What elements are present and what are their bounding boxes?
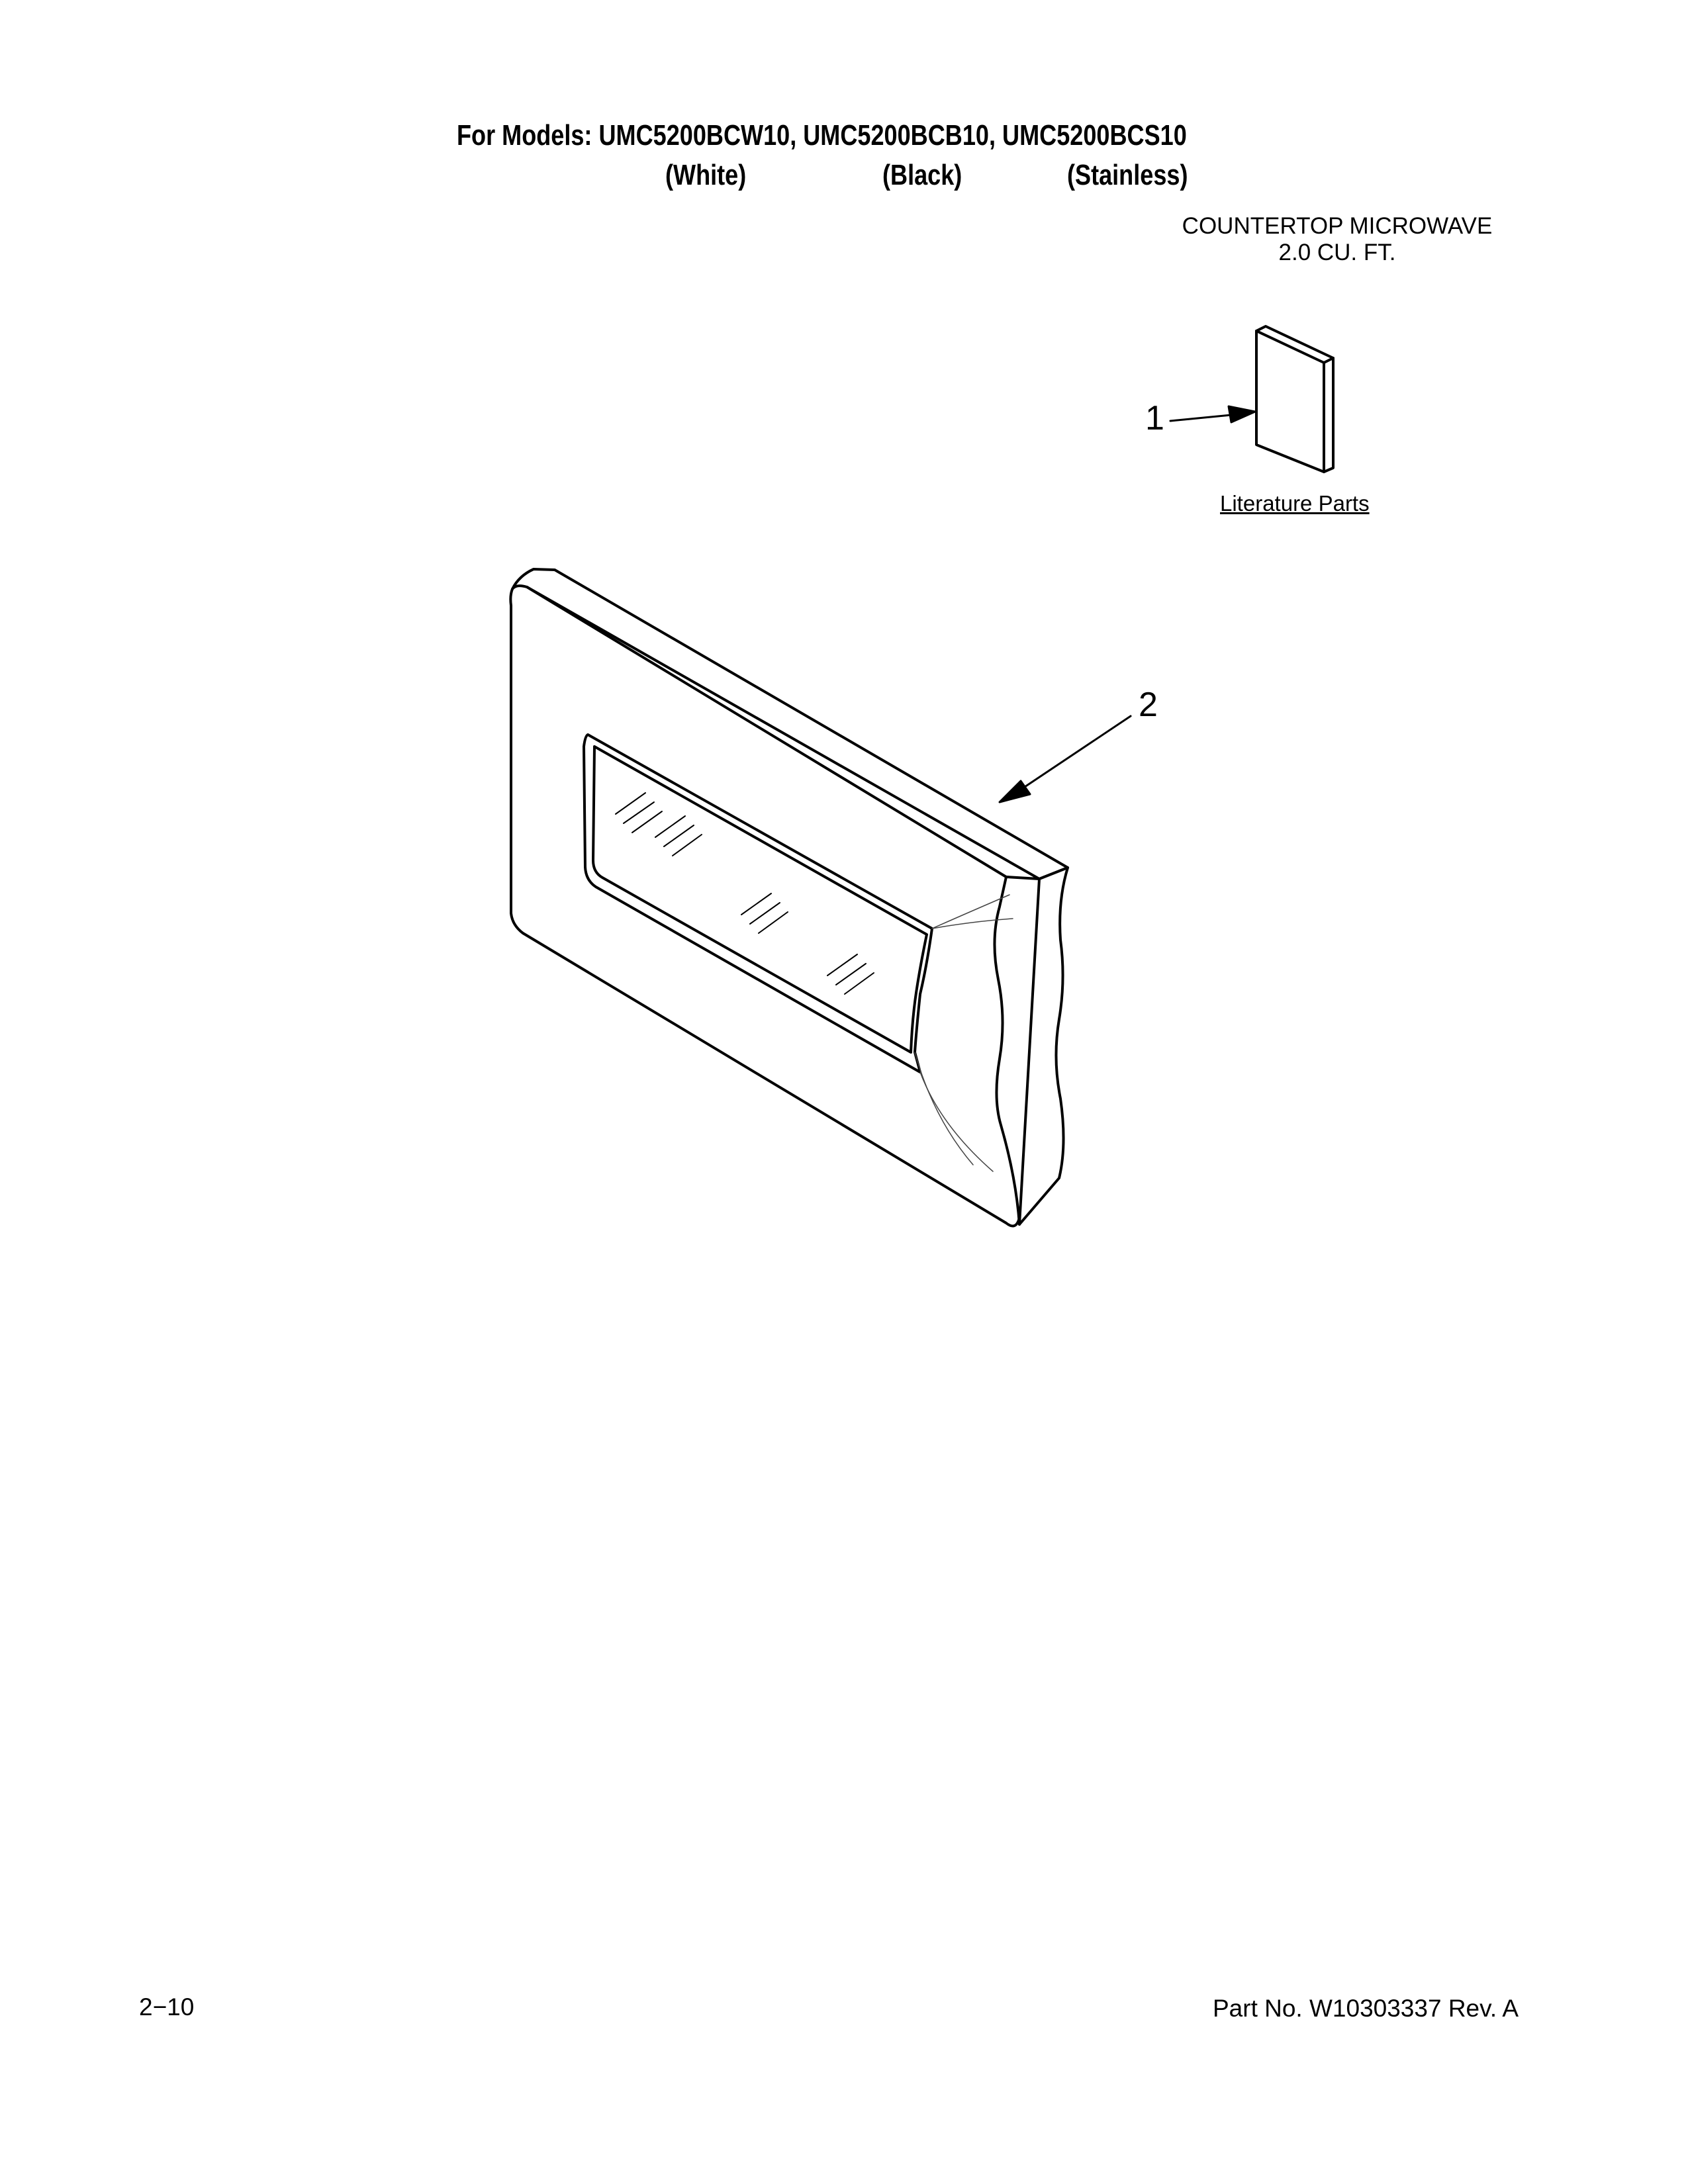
product-capacity: 2.0 CU. FT.: [1278, 240, 1396, 265]
page-number: 2−10: [139, 1993, 195, 2021]
part-number: Part No. W10303337 Rev. A: [1213, 1995, 1519, 2022]
models-title: For Models: UMC5200BCW10, UMC5200BCB10, …: [457, 119, 1187, 152]
control-panel-drawing: [509, 568, 1069, 1228]
product-name: COUNTERTOP MICROWAVE: [1182, 213, 1493, 239]
callout-2-leader: [998, 715, 1132, 803]
color-stainless: (Stainless): [1067, 159, 1188, 191]
color-white: (White): [665, 159, 747, 191]
callout-number-2: 2: [1139, 686, 1158, 724]
literature-booklet-icon: [1255, 325, 1335, 473]
color-black: (Black): [882, 159, 962, 191]
glass-reflection-marks: [615, 792, 874, 995]
callout-1-leader: [1169, 405, 1256, 424]
literature-parts-label: Literature Parts: [1220, 491, 1370, 516]
callout-number-1: 1: [1145, 399, 1164, 437]
